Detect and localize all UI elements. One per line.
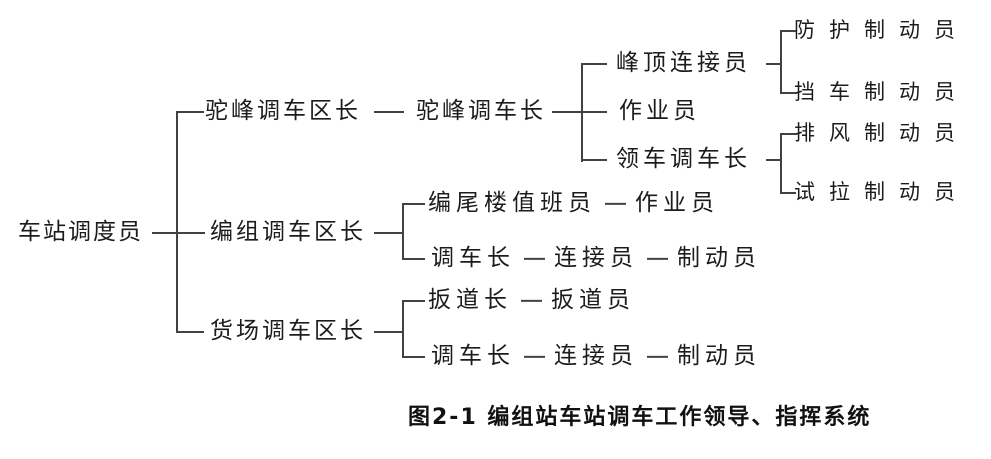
connector-lead-stub-top — [780, 133, 796, 135]
node-tail-tower-attendant: 编尾楼值班员 — [428, 189, 596, 216]
node-freight-coupler: 连接员 — [554, 342, 638, 369]
node-lead-foreman: 领车调车长 — [616, 145, 751, 172]
chain-switch: 扳道长 扳道员 — [428, 286, 635, 313]
chain-tail-tower: 编尾楼值班员 作业员 — [428, 189, 719, 216]
connector-freight-h — [374, 331, 404, 333]
connector-marshalling-stub-top — [402, 203, 425, 205]
connector-lead-v — [780, 133, 782, 194]
connector-root-stub-top — [176, 111, 204, 113]
connector-summit-h — [766, 63, 782, 65]
connector-marshalling-v — [402, 203, 404, 260]
connector-freight-v — [402, 300, 404, 358]
dash-connector — [524, 355, 545, 358]
connector-root-stub-bottom — [176, 331, 204, 333]
chain-freight-crew: 调车长 连接员 制动员 — [431, 342, 761, 369]
connector-lead-h — [766, 159, 782, 161]
node-protection-brakeman: 防护制动员 — [794, 17, 969, 42]
connector-summit-stub-bottom — [780, 92, 796, 94]
connector-freight-stub-bottom — [402, 356, 425, 358]
node-air-release-brakeman: 排风制动员 — [794, 120, 969, 145]
node-pull-test-brakeman: 试拉制动员 — [794, 179, 969, 204]
figure-caption: 图2-1 编组站车站调车工作领导、指挥系统 — [408, 405, 872, 430]
node-hump-area-chief: 驼峰调车区长 — [205, 97, 361, 124]
connector-summit-v — [780, 30, 782, 94]
node-marshalling-brakeman: 制动员 — [677, 244, 761, 271]
connector-marshalling-stub-bottom — [402, 258, 425, 260]
dash-connector — [647, 257, 668, 260]
connector-summit-stub-top — [780, 30, 796, 32]
connector-hump-stub-bottom — [581, 159, 607, 161]
node-summit-coupler: 峰顶连接员 — [616, 49, 751, 76]
connector-hump-foreman-h — [552, 111, 607, 113]
connector-root-v — [176, 111, 178, 333]
node-freight-foreman: 调车长 — [431, 342, 515, 369]
connector-marshalling-h — [374, 232, 404, 234]
connector-hump-stub-top — [581, 63, 607, 65]
connector-hump-foreman-v — [581, 63, 583, 162]
node-marshalling-foreman: 调车长 — [431, 244, 515, 271]
node-hump-foreman: 驼峰调车长 — [416, 97, 546, 124]
connector-freight-stub-top — [402, 300, 425, 302]
node-marshalling-coupler: 连接员 — [554, 244, 638, 271]
node-freight-brakeman: 制动员 — [677, 342, 761, 369]
node-marshalling-operator: 作业员 — [635, 189, 719, 216]
connector-root-h — [152, 232, 205, 234]
node-marshalling-area-chief: 编组调车区长 — [210, 218, 366, 245]
node-station-dispatcher: 车站调度员 — [18, 218, 143, 245]
node-freight-area-chief: 货场调车区长 — [210, 317, 366, 344]
node-hump-operator: 作业员 — [619, 97, 700, 124]
connector-hump-chief-foreman — [374, 111, 404, 113]
node-car-stop-brakeman: 挡车制动员 — [794, 79, 969, 104]
dash-connector — [521, 299, 542, 302]
node-switchman: 扳道员 — [551, 286, 635, 313]
connector-lead-stub-bottom — [780, 192, 796, 194]
dash-connector — [647, 355, 668, 358]
dash-connector — [524, 257, 545, 260]
dash-connector — [605, 202, 626, 205]
chain-marshalling-crew: 调车长 连接员 制动员 — [431, 244, 761, 271]
node-switch-chief: 扳道长 — [428, 286, 512, 313]
